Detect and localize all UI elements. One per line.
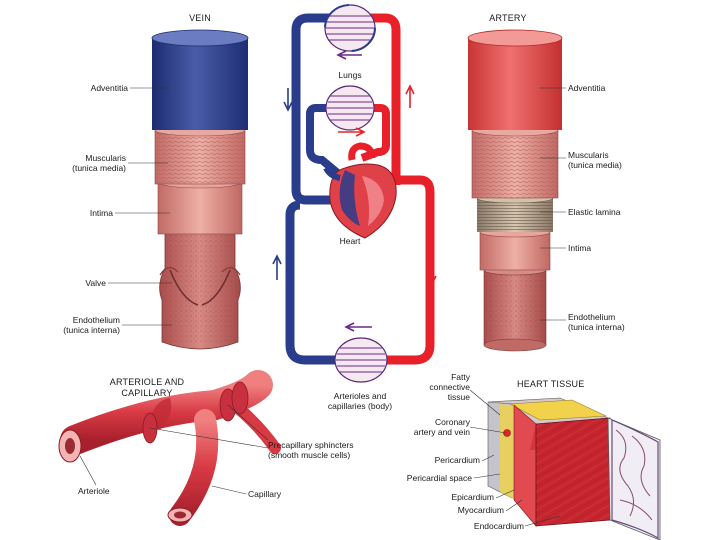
capillary-label: Capillary	[248, 489, 282, 499]
body-capillaries-label: Arterioles and capillaries (body)	[327, 391, 393, 411]
vein-adventitia-label: Adventitia	[90, 83, 128, 93]
arrow-down-left-icon	[283, 88, 293, 112]
arrow-down-right-icon	[427, 262, 437, 286]
coronary-label: Coronary artery and vein	[413, 417, 470, 437]
precapillary-sphincters-label: Precapillary sphincters (smooth muscle c…	[268, 440, 354, 460]
arrow-up-right-icon	[405, 84, 415, 108]
pericardium-label: Pericardium	[434, 455, 480, 465]
vein-title: VEIN	[189, 13, 211, 23]
endocardium-label: Endocardium	[473, 521, 524, 531]
endocardium-face	[607, 417, 661, 540]
artery-adventitia-label: Adventitia	[568, 83, 606, 93]
vein-valve-flaps	[169, 269, 231, 306]
vein-intima-label: Intima	[89, 208, 113, 218]
vein-valve-label: Valve	[85, 278, 106, 288]
artery-title: ARTERY	[489, 13, 527, 23]
epicardium-label: Epicardium	[451, 492, 494, 502]
arteriole-capillary-title: ARTERIOLE AND CAPILLARY	[109, 377, 185, 398]
pericardial-space-label: Pericardial space	[406, 473, 472, 483]
arrow-right-lung-icon	[338, 127, 366, 137]
arrow-left-top-icon	[336, 50, 362, 60]
artery-endothelium-label: Endothelium (tunica interna)	[568, 312, 625, 332]
lungs-label: Lungs	[338, 70, 362, 80]
flow-arrows	[272, 50, 437, 332]
lung-capillary-bed-top	[324, 4, 376, 52]
lung-capillary-bed	[325, 85, 375, 131]
vein-muscularis-label: Muscularis (tunica media)	[72, 153, 126, 173]
body-capillary-bed	[334, 337, 388, 383]
artery-elastic-lamina-label: Elastic lamina	[568, 207, 621, 217]
vein-intima-band	[157, 181, 243, 235]
vein-adventitia-band	[152, 38, 248, 130]
leader-lines	[79, 87, 566, 527]
heart-illustration	[323, 142, 397, 239]
arteriole-capillary-illustration	[58, 370, 281, 526]
arrow-up-left-icon	[272, 254, 282, 280]
artery-intima-label: Intima	[568, 243, 592, 253]
artery-muscularis-label: Muscularis (tunica media)	[568, 150, 622, 170]
heart-label: Heart	[339, 236, 361, 246]
myocardium-label: Myocardium	[457, 505, 504, 515]
vein-illustration	[151, 29, 249, 350]
vein-endothelium-label: Endothelium (tunica interna)	[63, 315, 120, 335]
arteriole-label: Arteriole	[78, 486, 110, 496]
circulation-loop	[285, 13, 435, 365]
heart-tissue-illustration	[487, 397, 661, 540]
artery-adventitia-band	[468, 38, 562, 130]
coronary-vessel	[503, 429, 511, 437]
heart-tissue-title: HEART TISSUE	[517, 379, 585, 389]
fatty-tissue-label: Fatty connective tissue	[429, 372, 470, 402]
artery-illustration	[467, 29, 563, 352]
artery-intima-band	[479, 231, 551, 271]
arrow-left-body-icon	[344, 322, 372, 332]
